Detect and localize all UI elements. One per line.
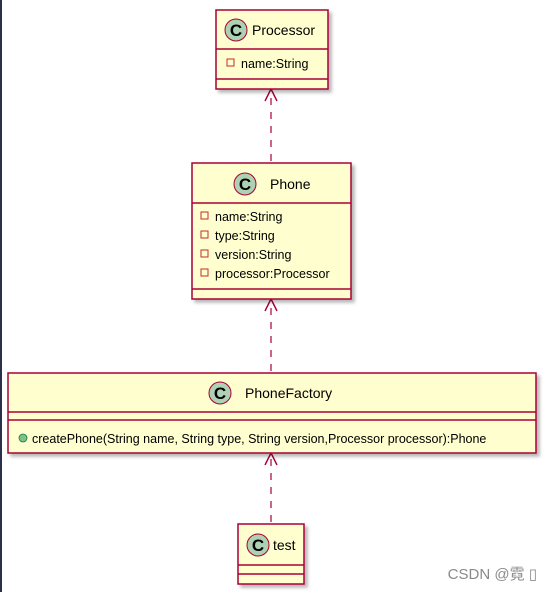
class-name: Processor bbox=[252, 22, 315, 38]
class-stereotype-icon: C bbox=[233, 172, 257, 196]
private-visibility-icon bbox=[200, 249, 209, 258]
private-visibility-icon bbox=[200, 230, 209, 239]
class-stereotype-icon: C bbox=[208, 381, 232, 405]
class-attribute: version:String bbox=[215, 248, 291, 262]
class-processor[interactable]: C Processor name:String bbox=[215, 9, 329, 90]
dependency-arrows bbox=[264, 87, 278, 522]
class-phone[interactable]: C Phone name:String type:String version:… bbox=[191, 162, 352, 300]
class-phonefactory[interactable]: C PhoneFactory createPhone(String name, … bbox=[7, 372, 537, 454]
class-stereotype-icon: C bbox=[224, 18, 248, 42]
class-attribute: name:String bbox=[241, 57, 308, 71]
private-visibility-icon bbox=[226, 58, 235, 67]
class-name: test bbox=[273, 537, 296, 553]
left-edge-border bbox=[0, 0, 2, 592]
class-method: createPhone(String name, String type, St… bbox=[32, 432, 486, 446]
class-attribute: type:String bbox=[215, 229, 275, 243]
class-name: PhoneFactory bbox=[245, 385, 332, 401]
class-test[interactable]: C test bbox=[237, 523, 305, 585]
class-attribute: processor:Processor bbox=[215, 267, 330, 281]
dependency-phone-to-processor bbox=[264, 87, 278, 161]
dependency-phonefactory-to-phone bbox=[264, 297, 278, 371]
private-visibility-icon bbox=[200, 268, 209, 277]
class-stereotype-letter: C bbox=[252, 536, 264, 555]
watermark: CSDN @霓 ▯ bbox=[447, 566, 537, 583]
class-attribute: name:String bbox=[215, 210, 282, 224]
class-stereotype-letter: C bbox=[239, 175, 251, 194]
class-stereotype-letter: C bbox=[214, 384, 226, 403]
class-stereotype-letter: C bbox=[230, 21, 242, 40]
class-name: Phone bbox=[270, 176, 311, 192]
public-visibility-icon bbox=[18, 433, 28, 443]
dependency-test-to-phonefactory bbox=[264, 451, 278, 522]
private-visibility-icon bbox=[200, 211, 209, 220]
class-stereotype-icon: C bbox=[246, 533, 270, 557]
